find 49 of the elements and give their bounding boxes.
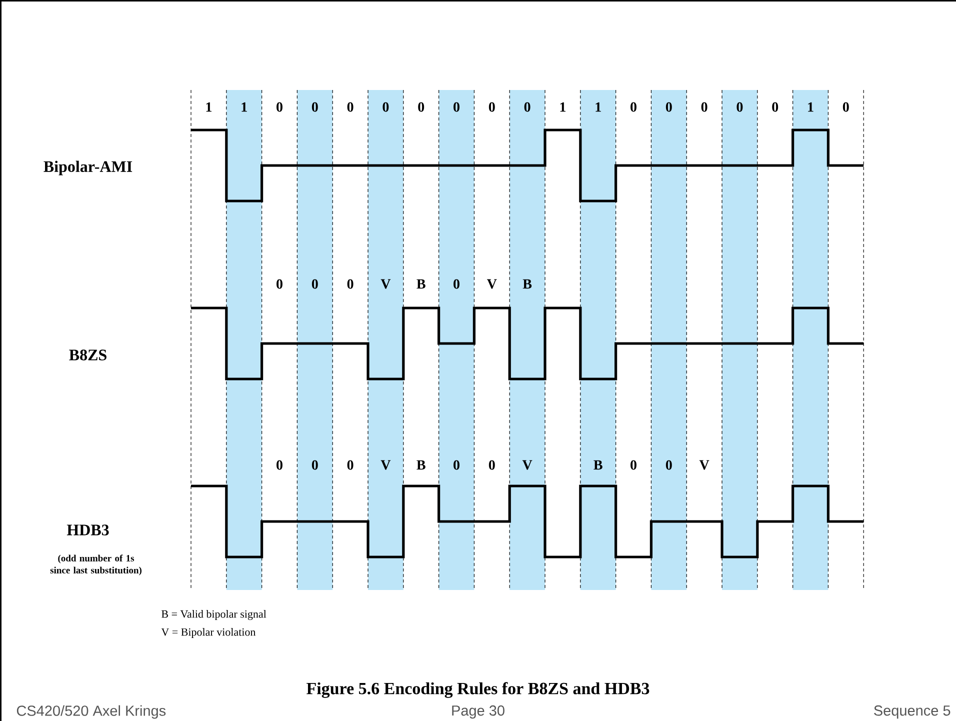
bit-label: 0	[842, 102, 849, 112]
bit-label: 0	[454, 102, 460, 112]
bit-label: 1	[206, 102, 212, 112]
annotation-label: V	[522, 460, 532, 470]
bit-label: 0	[347, 102, 354, 112]
annotation-label: B	[416, 279, 426, 289]
bit-label: 0	[418, 102, 424, 112]
annotation-label: 0	[276, 279, 282, 289]
annotation-label: 0	[347, 279, 354, 289]
bit-label: 1	[808, 102, 814, 112]
signal-note: (odd number of 1s since last substitution)	[50, 554, 142, 576]
annotation-label: 0	[312, 460, 318, 470]
bit-label: 0	[736, 102, 743, 112]
footer-text: Sequence 5	[874, 705, 950, 719]
annotation-label: 0	[454, 460, 460, 470]
bit-label: 0	[488, 102, 495, 112]
signal-name: B8ZS	[69, 350, 106, 360]
bit-label: 0	[524, 102, 530, 112]
signal-name: HDB3	[66, 524, 109, 536]
bit-label: 0	[630, 102, 636, 112]
annotation-label: 0	[347, 460, 354, 470]
bit-label: 0	[276, 102, 282, 112]
annotation-label: 0	[488, 460, 495, 470]
bit-label: 1	[560, 102, 566, 112]
bit-label: 0	[382, 102, 389, 112]
bit-label: 1	[242, 102, 247, 112]
legend-note: B = Valid bipolar signal	[162, 610, 266, 620]
annotation-label: V	[380, 460, 391, 470]
annotation-label: 0	[666, 460, 672, 470]
footer-text: CS420/520 Axel Krings	[16, 705, 166, 719]
bit-label: 0	[666, 102, 672, 112]
bit-label: 0	[772, 102, 778, 112]
figure-caption: Figure 5.6 Encoding Rules for B8ZS and HDB3	[306, 682, 650, 698]
annotation-label: 0	[312, 279, 318, 289]
annotation-label: V	[699, 460, 710, 470]
annotation-label: B	[594, 460, 602, 470]
annotation-label: V	[487, 279, 497, 289]
annotation-label: 0	[630, 460, 636, 470]
bit-label: 1	[596, 102, 601, 112]
bit-label: 0	[701, 102, 708, 112]
bit-label: 0	[312, 102, 318, 112]
annotation-label: B	[522, 279, 532, 289]
legend-note: V = Bipolar violation	[161, 628, 256, 638]
annotation-label: V	[380, 279, 391, 289]
annotation-label: 0	[276, 460, 282, 470]
signal-name: Bipolar-AMI	[44, 160, 132, 176]
footer-text: Page 30	[452, 705, 504, 719]
annotation-label: B	[416, 460, 426, 470]
annotation-label: 0	[454, 279, 460, 289]
